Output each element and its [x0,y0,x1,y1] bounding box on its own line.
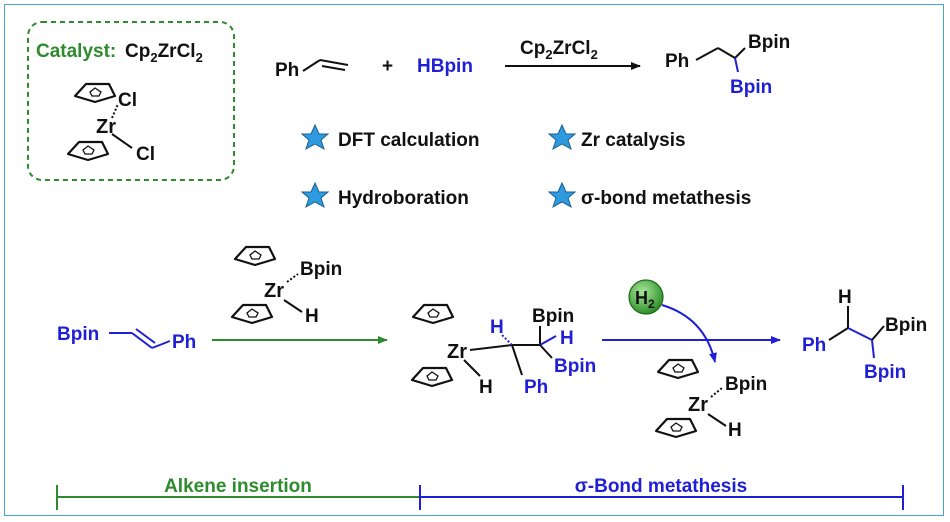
star-icon [300,181,330,209]
complex2-metal: Zr [688,394,708,416]
complex1-metal: Zr [264,280,284,302]
cyclopentadienyl-ring-bottom [66,140,110,162]
feature-item: σ-bond metathesis [547,181,751,209]
svg-text:DFT calculation: DFT calculation [338,130,479,151]
stage-bar: Alkene insertion σ-Bond metathesis [56,476,904,510]
catalyst-cl-top: Cl [118,90,137,111]
complex1-h: H [305,306,319,327]
reaction-catalyst-label: Cp2ZrCl2 [520,38,598,62]
reaction-scheme: Ph + HBpin Cp2ZrCl2 Ph Bpin Bpin [275,32,790,98]
reactant-hbpin: HBpin [417,56,473,77]
catalyst-box: Catalyst: Cp2ZrCl2 Zr Cl Cl [27,21,235,181]
plus-sign: + [382,56,393,77]
product-ph: Ph [802,335,826,356]
star-icon [300,123,330,151]
alkene-bpin: Bpin [57,324,99,345]
svg-text:σ-bond metathesis: σ-bond metathesis [581,188,751,209]
stage-bond-metathesis: σ-Bond metathesis [575,476,747,497]
cyclopentadienyl-ring [411,303,455,325]
feature-list: DFT calculation Zr catalysis Hydroborati… [300,123,751,209]
complex2-h: H [728,420,742,441]
catalyst-formula: Cp2ZrCl2 [125,41,203,65]
cyclopentadienyl-ring [410,366,454,388]
intermediate-h-left: H [490,317,504,338]
h2-curved-arrow [661,304,717,363]
product-bpin-top: Bpin [885,315,927,336]
reactant-styrene-ph: Ph [275,60,299,81]
intermediate-metal: Zr [447,341,467,363]
catalyst-cl-bottom: Cl [136,144,155,165]
catalyst-metal: Zr [96,116,116,138]
intermediate-h-right: H [560,328,574,349]
intermediate-ph: Ph [524,377,548,398]
star-icon [547,123,577,151]
figure-frame [4,4,944,516]
product-bpin-top: Bpin [748,32,790,53]
feature-item: DFT calculation [300,123,479,151]
stage-alkene-insertion: Alkene insertion [164,476,312,497]
product-ph: Ph [665,51,689,72]
h2-label: H2 [635,288,655,311]
mechanism-scheme: Bpin Ph Zr Bpin H Zr H Bpin H H Bpin Ph [57,245,927,441]
feature-item: Hydroboration [300,181,469,209]
intermediate-bpin-top: Bpin [532,306,574,327]
complex1-bpin: Bpin [300,259,342,280]
svg-text:Hydroboration: Hydroboration [338,188,469,209]
product-h: H [838,287,852,308]
feature-item: Zr catalysis [547,123,686,151]
cyclopentadienyl-ring [233,245,277,267]
intermediate-h-metal: H [479,377,493,398]
star-icon [547,181,577,209]
h2-molecule-icon [628,279,664,315]
cyclopentadienyl-ring [654,417,698,439]
alkene-ph: Ph [172,332,196,353]
cyclopentadienyl-ring [230,303,274,325]
catalyst-label: Catalyst: [36,41,116,62]
svg-text:Zr catalysis: Zr catalysis [581,130,686,151]
complex2-bpin: Bpin [725,374,767,395]
intermediate-bpin-right: Bpin [554,356,596,377]
product-bpin-bottom: Bpin [864,362,906,383]
cyclopentadienyl-ring [656,358,700,380]
product-bpin-bottom: Bpin [730,77,772,98]
cyclopentadienyl-ring-top [73,82,117,104]
